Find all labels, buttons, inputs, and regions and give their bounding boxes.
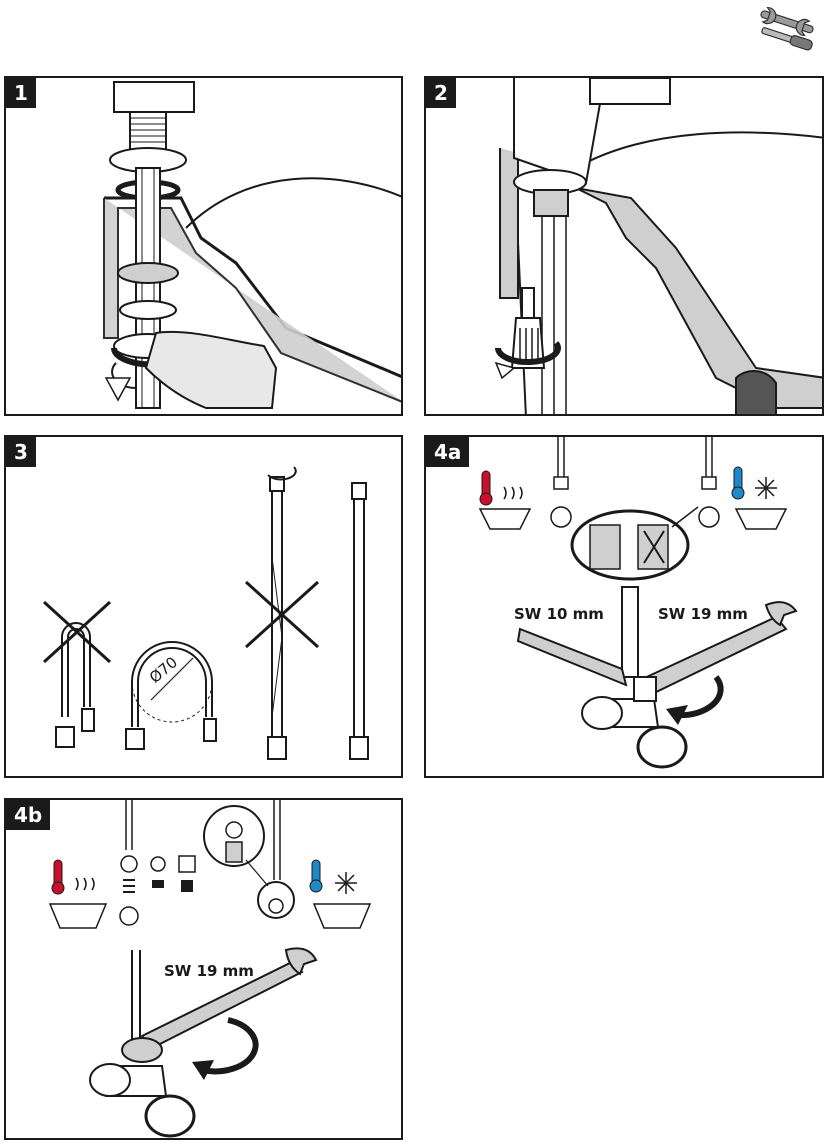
step-4b-panel: 4b: [4, 798, 403, 1140]
step-4a-panel: 4a: [424, 435, 824, 778]
step-1-panel: 1: [4, 76, 403, 416]
cross-out-icon: [244, 580, 320, 649]
wrench-size-label: SW 10 mm: [514, 605, 604, 623]
step-4b-illustration: [48, 800, 372, 1138]
rotate-arrow-icon: [267, 466, 297, 481]
step-2-illustration: [494, 78, 822, 414]
rotate-arrow-icon: [201, 1017, 259, 1075]
cold-water-snowflake-icon: [731, 466, 788, 530]
hot-water-thermometer-icon: [478, 470, 532, 530]
rotate-arrow-icon: [675, 675, 724, 719]
step-1-illustration: [103, 81, 401, 409]
step-3-illustration: [42, 466, 369, 760]
cold-water-snowflake-icon: [309, 859, 372, 929]
step-3-panel: 3 Ø70: [4, 435, 403, 778]
tools-icon: [760, 6, 814, 51]
wrench-size-label: SW 19 mm: [658, 605, 748, 623]
step-4a-illustration: [478, 437, 798, 769]
step-2-panel: 2: [424, 76, 824, 416]
wrench-size-label: SW 19 mm: [164, 962, 254, 980]
step-badge: 1: [6, 78, 36, 108]
hot-water-thermometer-icon: [48, 859, 108, 929]
step-badge: 4b: [6, 800, 51, 830]
step-badge: 2: [426, 78, 456, 108]
step-badge: 3: [6, 437, 36, 467]
cross-out-icon: [42, 600, 112, 664]
step-badge: 4a: [426, 437, 470, 467]
